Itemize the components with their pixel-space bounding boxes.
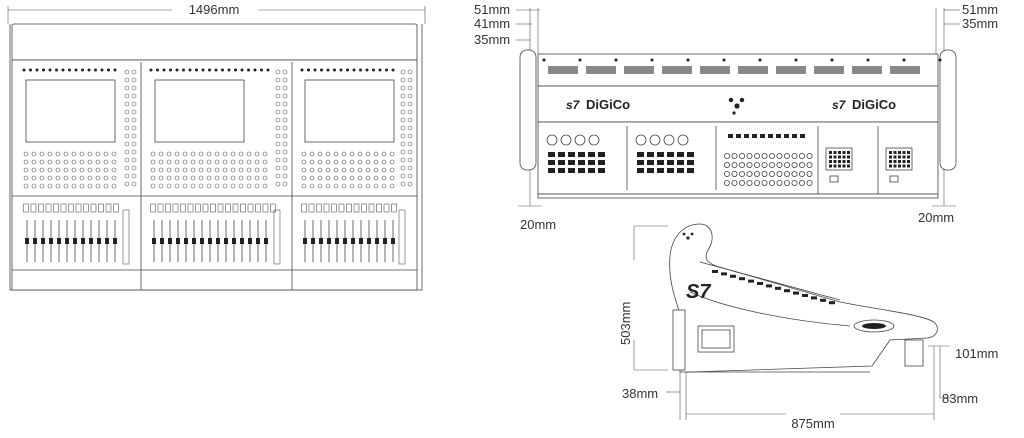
dimension-rear-right-35: 35mm bbox=[962, 16, 998, 31]
dimension-rear-left-20: 20mm bbox=[520, 217, 556, 232]
dimension-rear-left-35: 35mm bbox=[474, 32, 510, 47]
dimension-side-101: 101mm bbox=[955, 346, 998, 361]
rear-view: 51mm 41mm 35mm 51mm 35mm s7 DiGiCo s7 Di… bbox=[474, 2, 998, 232]
svg-text:s7: s7 bbox=[566, 98, 581, 112]
side-view: 503mm S7 101mm 83mm bbox=[618, 223, 998, 431]
svg-text:s7: s7 bbox=[832, 98, 847, 112]
digico-logo-right: s7 DiGiCo bbox=[832, 97, 896, 112]
dimension-rear-left-41: 41mm bbox=[474, 16, 510, 31]
svg-text:DiGiCo: DiGiCo bbox=[852, 97, 896, 112]
svg-text:DiGiCo: DiGiCo bbox=[586, 97, 630, 112]
dimension-rear-left-51: 51mm bbox=[474, 2, 510, 17]
digico-logo-left: s7 DiGiCo bbox=[566, 97, 630, 112]
dimension-side-38: 38mm bbox=[622, 386, 658, 401]
top-view: 1496mm bbox=[7, 2, 426, 291]
dimension-side-depth: 875mm bbox=[791, 416, 834, 431]
dimension-top-width: 1496mm bbox=[189, 2, 240, 17]
dimension-rear-right-20: 20mm bbox=[918, 210, 954, 225]
center-emblem-icon bbox=[728, 97, 745, 115]
dimension-side-height: 503mm bbox=[618, 302, 633, 345]
s7-side-logo: S7 bbox=[686, 281, 711, 303]
dimension-side-83: 83mm bbox=[942, 391, 978, 406]
side-emblem-icon bbox=[682, 232, 694, 240]
dimension-rear-right-51: 51mm bbox=[962, 2, 998, 17]
